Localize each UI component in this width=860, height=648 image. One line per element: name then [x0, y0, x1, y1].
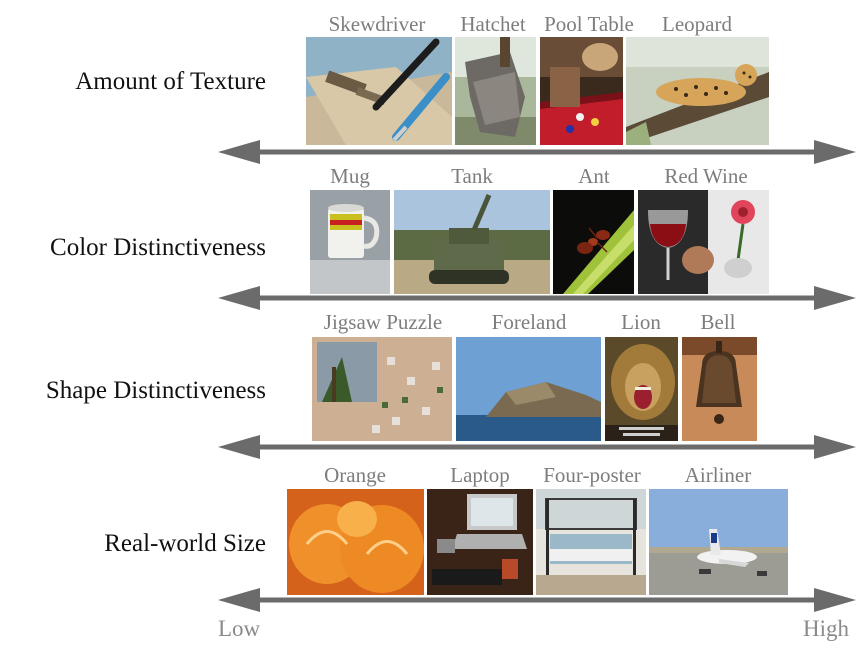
image-leopard — [626, 37, 769, 145]
caption-red-wine: Red Wine — [664, 164, 748, 188]
caption-pool-table: Pool Table — [544, 12, 634, 36]
caption-four-poster: Four-poster — [543, 463, 641, 487]
image-airliner — [649, 489, 788, 595]
caption-lion: Lion — [621, 310, 661, 334]
image-lion — [605, 337, 678, 441]
caption-airliner: Airliner — [684, 463, 752, 487]
image-pool-table — [540, 37, 623, 145]
axis-high-label: High — [803, 616, 849, 641]
axis-arrow-size — [218, 588, 856, 612]
row-label-color: Color Distinctiveness — [50, 234, 266, 261]
axis-low-label: Low — [218, 616, 261, 641]
image-orange — [287, 489, 424, 595]
caption-laptop: Laptop — [450, 463, 510, 487]
caption-orange: Orange — [324, 463, 386, 487]
row-label-shape: Shape Distinctiveness — [45, 377, 266, 404]
image-hatchet — [455, 37, 536, 145]
image-mug — [310, 190, 390, 294]
row-label-texture: Amount of Texture — [75, 68, 266, 95]
axis-arrow-shape — [218, 435, 856, 459]
caption-mug: Mug — [330, 164, 370, 188]
caption-jigsaw-puzzle: Jigsaw Puzzle — [323, 310, 443, 334]
caption-bell: Bell — [700, 310, 736, 334]
row-label-size: Real-world Size — [104, 530, 266, 557]
image-laptop — [427, 489, 533, 595]
caption-ant: Ant — [578, 164, 610, 188]
image-bell — [682, 337, 757, 441]
caption-hatchet: Hatchet — [460, 12, 526, 36]
image-ant — [553, 190, 634, 294]
image-foreland — [456, 337, 601, 441]
image-red-wine — [638, 190, 769, 294]
caption-tank: Tank — [451, 164, 493, 188]
caption-foreland: Foreland — [491, 310, 567, 334]
image-four-poster — [536, 489, 646, 595]
image-jigsaw-puzzle — [312, 337, 452, 441]
axis-arrow-texture — [218, 140, 856, 164]
image-skewdriver — [306, 37, 452, 145]
caption-skewdriver: Skewdriver — [328, 12, 426, 36]
image-tank — [394, 190, 550, 294]
axis-arrow-color — [218, 286, 856, 310]
caption-leopard: Leopard — [662, 12, 732, 36]
